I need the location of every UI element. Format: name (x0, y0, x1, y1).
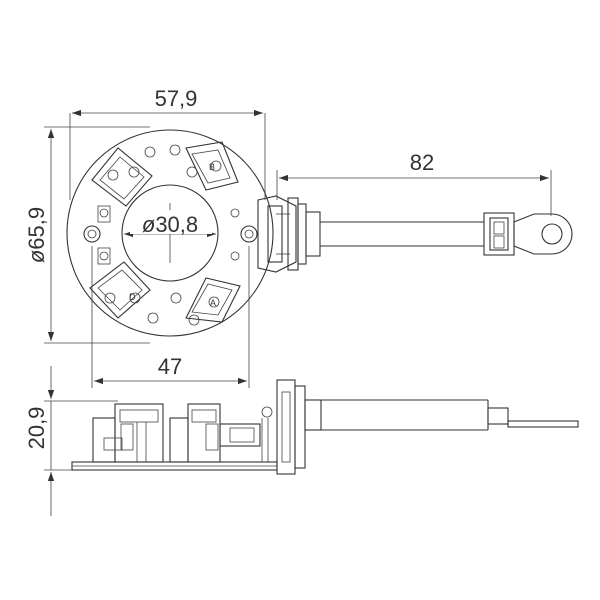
side-terminals-right (230, 208, 240, 261)
side-cable (321, 399, 579, 431)
side-brush-holder-right (169, 403, 273, 463)
ring-terminal (513, 213, 573, 255)
top-view: B D A (66, 129, 573, 337)
dimension-mounting-width: 47 (91, 246, 250, 388)
side-gland (276, 379, 322, 475)
brush-label-bottom-right: A (210, 298, 216, 308)
dimension-mounting-width-label: 47 (158, 354, 182, 379)
inner-bore-circle (121, 184, 219, 282)
cable-gland (257, 195, 321, 273)
dimension-height-label: 20,9 (24, 407, 49, 450)
dimension-outer-diameter-value: 65,9 (24, 207, 49, 250)
mounting-hole-right (240, 225, 258, 243)
brush-holder-top-left (91, 146, 156, 207)
side-view (71, 379, 579, 475)
dimension-inner-diameter-value: 30,8 (155, 212, 198, 237)
dimension-cable-length: 82 (276, 150, 552, 216)
brush-holder-bottom-right: A (170, 277, 241, 326)
mounting-hole-left (83, 225, 101, 243)
dimension-inner-diameter-label: ø30,8 (142, 212, 198, 237)
side-brush-holder-left (92, 403, 164, 463)
dimension-outer-diameter-label: ø65,9 (24, 207, 49, 263)
brush-holder-top-right: B (169, 141, 239, 191)
brush-holder-bottom-left: D (89, 261, 159, 324)
dimension-outer-diameter: ø65,9 (24, 126, 150, 344)
dimension-outer-width-label: 57,9 (155, 86, 198, 111)
brush-label-bottom-left: D (129, 292, 136, 302)
cable (320, 221, 484, 247)
brush-label-top: B (209, 162, 215, 172)
dimension-cable-length-label: 82 (410, 150, 434, 175)
dimension-height: 20,9 (24, 366, 118, 516)
dimension-outer-width: 57,9 (69, 86, 266, 200)
side-terminals-left (97, 205, 111, 265)
outer-body-circle (66, 129, 274, 337)
dimension-inner-diameter: ø30,8 (124, 210, 216, 238)
crimp-connector (483, 212, 515, 256)
